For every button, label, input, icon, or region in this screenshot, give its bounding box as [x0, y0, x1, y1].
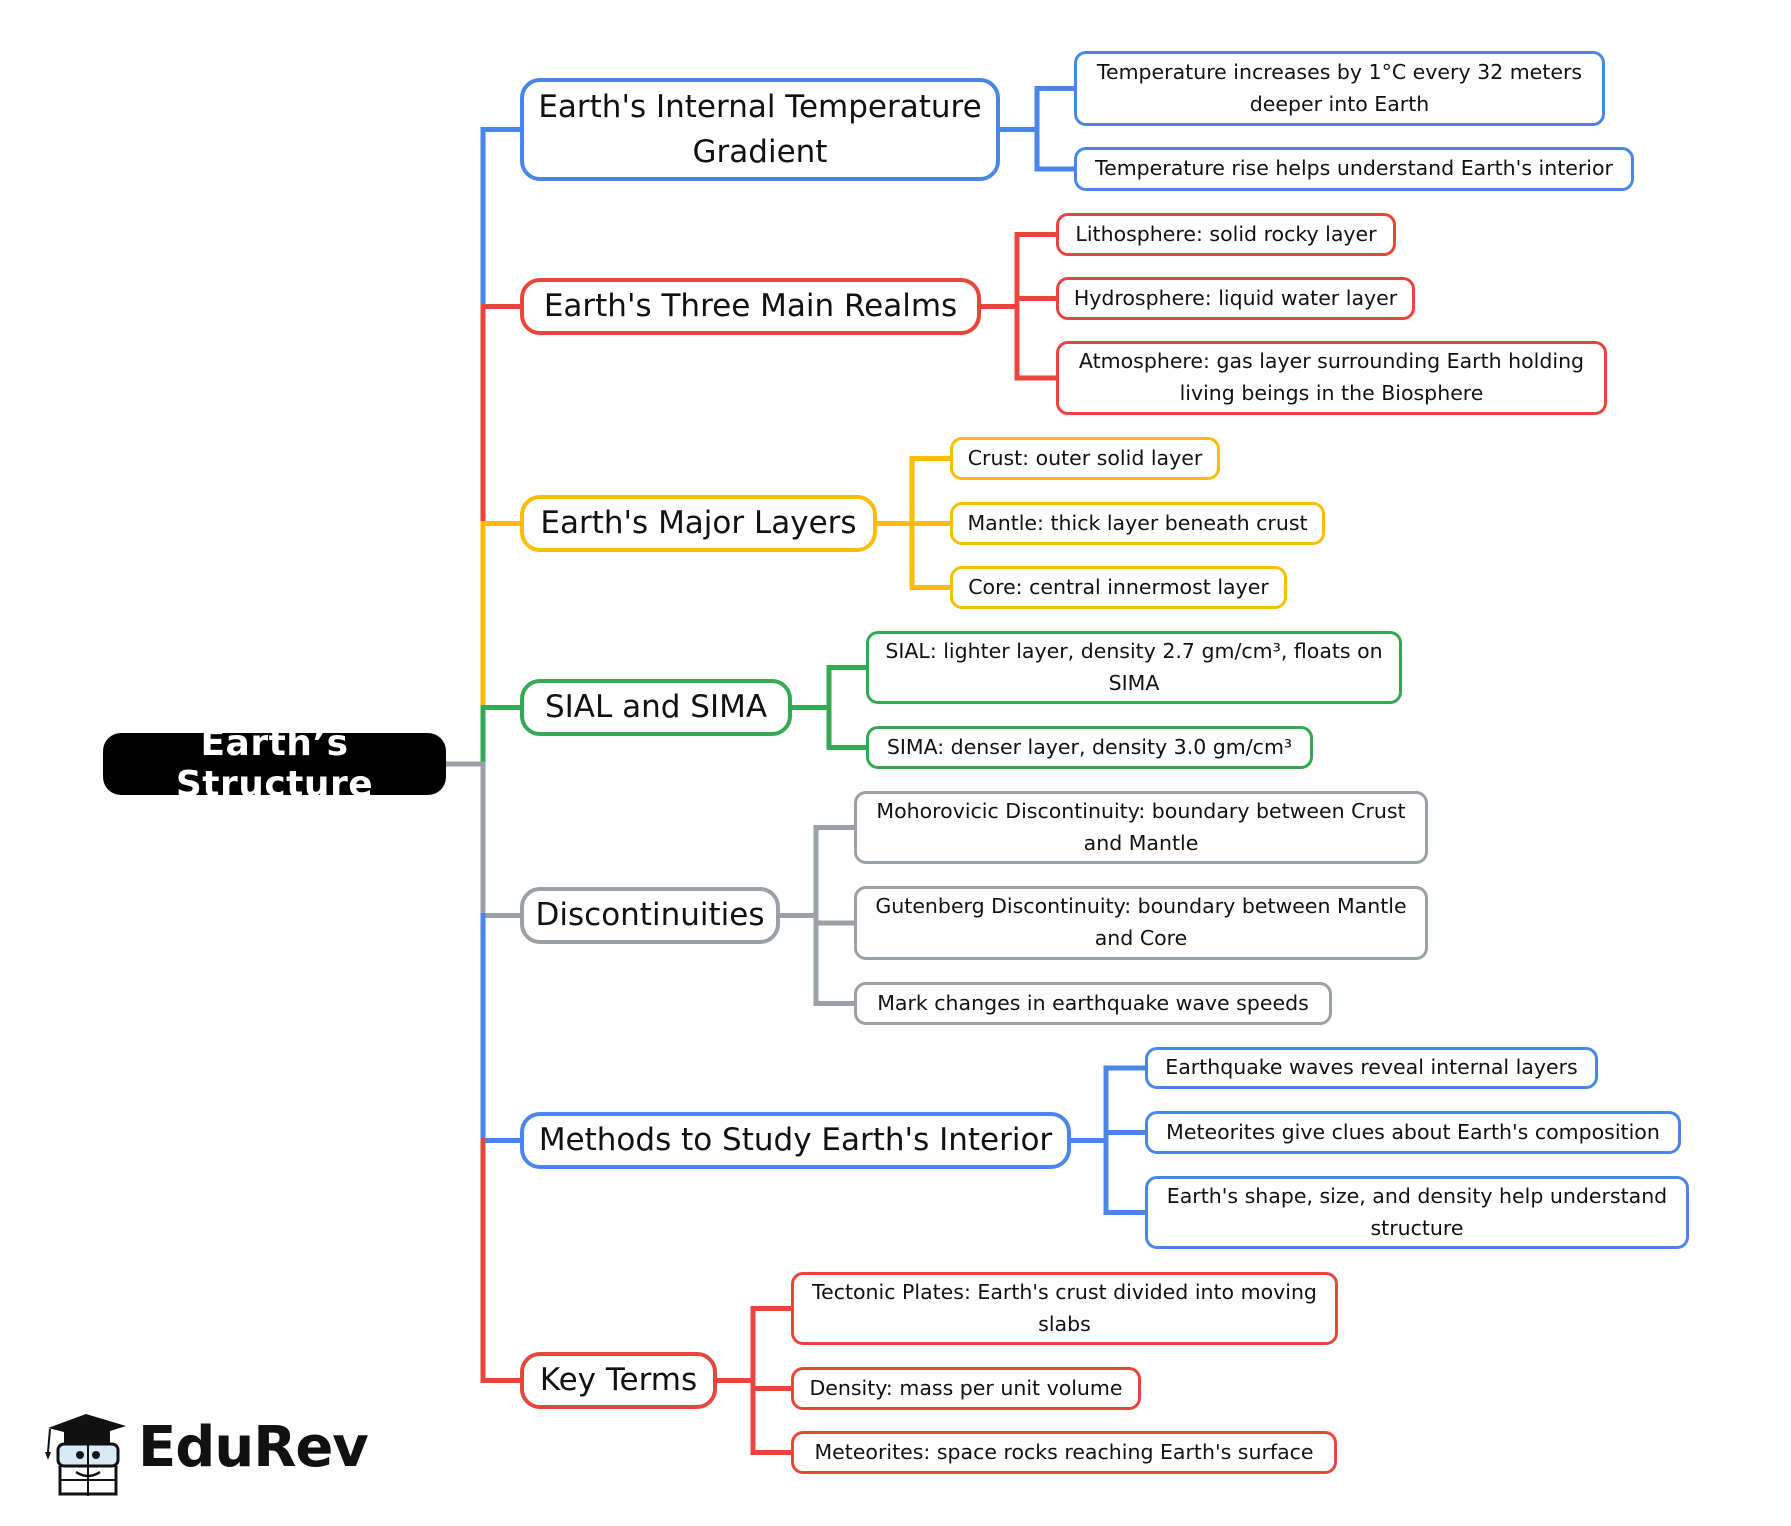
leaf-shape-size-density[interactable]: Earth's shape, size, and density help un… — [1145, 1176, 1689, 1249]
leaf-label: SIAL: lighter layer, density 2.7 gm/cm³,… — [885, 638, 1383, 695]
leaf-label: Tectonic Plates: Earth's crust divided i… — [812, 1279, 1317, 1336]
root-label: Earth’s Structure — [175, 723, 374, 805]
leaf-atmosphere[interactable]: Atmosphere: gas layer surrounding Earth … — [1056, 341, 1607, 415]
branch-methods-to-study[interactable]: Methods to Study Earth's Interior — [520, 1112, 1071, 1169]
branch-sial-and-sima[interactable]: SIAL and SIMA — [520, 679, 792, 736]
leaf-temperature-increase[interactable]: Temperature increases by 1°C every 32 me… — [1074, 51, 1605, 126]
leaf-label: Temperature rise helps understand Earth'… — [1095, 156, 1613, 181]
leaf-density[interactable]: Density: mass per unit volume — [791, 1367, 1141, 1410]
leaf-label: Mohorovicic Discontinuity: boundary betw… — [876, 798, 1406, 855]
branch-label: Key Terms — [539, 1362, 698, 1399]
leaf-sima[interactable]: SIMA: denser layer, density 3.0 gm/cm³ — [866, 726, 1313, 769]
leaf-label: Core: central innermost layer — [968, 574, 1269, 599]
branch-label: Earth's Major Layers — [540, 505, 857, 542]
leaf-lithosphere[interactable]: Lithosphere: solid rocky layer — [1056, 213, 1396, 256]
leaf-label: Mantle: thick layer beneath crust — [967, 510, 1308, 535]
leaf-label: Density: mass per unit volume — [809, 1375, 1123, 1400]
branch-label: Methods to Study Earth's Interior — [538, 1122, 1053, 1159]
leaf-label: Meteorites give clues about Earth's comp… — [1166, 1119, 1660, 1144]
leaf-earthquake-waves[interactable]: Earthquake waves reveal internal layers — [1145, 1047, 1598, 1089]
leaf-gutenberg[interactable]: Gutenberg Discontinuity: boundary betwee… — [854, 886, 1428, 960]
branch-temperature-gradient[interactable]: Earth's Internal Temperature Gradient — [520, 78, 1000, 181]
leaf-label: Lithosphere: solid rocky layer — [1075, 221, 1377, 246]
edurev-logo — [45, 1414, 126, 1496]
leaf-label: Hydrosphere: liquid water layer — [1073, 285, 1398, 310]
leaf-label: Mark changes in earthquake wave speeds — [877, 990, 1309, 1015]
leaf-temperature-rise[interactable]: Temperature rise helps understand Earth'… — [1074, 147, 1634, 191]
leaf-hydrosphere[interactable]: Hydrosphere: liquid water layer — [1056, 277, 1415, 320]
leaf-mantle[interactable]: Mantle: thick layer beneath crust — [950, 502, 1325, 545]
leaf-meteorites[interactable]: Meteorites: space rocks reaching Earth's… — [791, 1431, 1337, 1474]
leaf-meteorites-clues[interactable]: Meteorites give clues about Earth's comp… — [1145, 1111, 1681, 1154]
branch-three-main-realms[interactable]: Earth's Three Main Realms — [520, 278, 981, 335]
branch-label: Earth's Three Main Realms — [543, 288, 958, 325]
graduation-cap-mascot-icon — [45, 1414, 126, 1496]
branch-label: Earth's Internal Temperature Gradient — [538, 88, 982, 170]
leaf-label: SIMA: denser layer, density 3.0 gm/cm³ — [886, 734, 1293, 759]
leaf-sial[interactable]: SIAL: lighter layer, density 2.7 gm/cm³,… — [866, 631, 1402, 704]
branch-major-layers[interactable]: Earth's Major Layers — [520, 495, 877, 552]
leaf-tectonic-plates[interactable]: Tectonic Plates: Earth's crust divided i… — [791, 1272, 1338, 1345]
leaf-crust[interactable]: Crust: outer solid layer — [950, 437, 1220, 480]
branch-label: Discontinuities — [535, 897, 765, 934]
leaf-label: Gutenberg Discontinuity: boundary betwee… — [875, 894, 1407, 950]
logo-text: EduRev — [138, 1415, 369, 1480]
leaf-label: Temperature increases by 1°C every 32 me… — [1096, 59, 1583, 116]
leaf-label: Earth's shape, size, and density help un… — [1166, 1183, 1668, 1240]
branch-discontinuities[interactable]: Discontinuities — [520, 887, 780, 944]
leaf-label: Atmosphere: gas layer surrounding Earth … — [1078, 349, 1585, 405]
branch-key-terms[interactable]: Key Terms — [520, 1352, 717, 1409]
leaf-wave-speeds[interactable]: Mark changes in earthquake wave speeds — [854, 982, 1332, 1025]
leaf-mohorovicic[interactable]: Mohorovicic Discontinuity: boundary betw… — [854, 791, 1428, 864]
leaf-label: Crust: outer solid layer — [967, 445, 1203, 470]
leaf-core[interactable]: Core: central innermost layer — [950, 566, 1287, 609]
branch-label: SIAL and SIMA — [544, 689, 768, 726]
leaf-label: Earthquake waves reveal internal layers — [1165, 1055, 1578, 1080]
root-node[interactable]: Earth’s Structure — [103, 723, 446, 805]
leaf-label: Meteorites: space rocks reaching Earth's… — [814, 1439, 1314, 1464]
